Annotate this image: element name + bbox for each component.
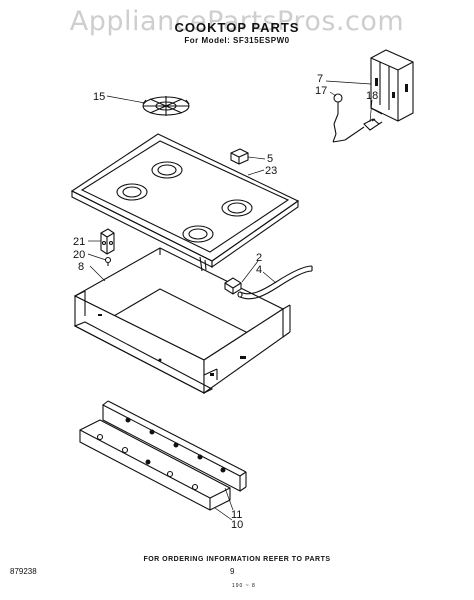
wire-plug (344, 118, 383, 141)
callout-21: 21 (73, 236, 85, 248)
control-panel-rear (102, 400, 247, 492)
ordering-info-note: FOR ORDERING INFORMATION REFER TO PARTS (143, 556, 331, 563)
page-number: 9 (230, 567, 235, 576)
callout-10: 10 (231, 519, 243, 531)
model-subtitle: For Model: SF315ESPW0 (184, 36, 290, 45)
callout-5: 5 (267, 153, 273, 165)
burner-opening-right-rear (221, 199, 253, 217)
print-mark: 190 ~ 8 (232, 583, 256, 589)
callout-17: 17 (315, 85, 327, 97)
document-number: 879238 (10, 567, 37, 576)
burner-opening-right-front (182, 225, 214, 243)
callout-11: 11 (231, 509, 242, 521)
callout-8: 8 (78, 261, 84, 273)
page-title: COOKTOP PARTS (174, 20, 300, 35)
callout-7: 7 (317, 73, 323, 85)
side-bracket (100, 228, 115, 255)
burner-opening-left-rear (151, 161, 183, 179)
cooktop-bracket (230, 148, 249, 165)
burner (224, 277, 242, 295)
callout-23: 23 (265, 165, 277, 177)
callout-20: 20 (73, 249, 85, 261)
callout-2: 2 (256, 252, 262, 264)
cooktop (70, 133, 300, 272)
switch-box (370, 49, 414, 122)
watermark: AppliancePartsPros.com (69, 6, 405, 37)
burner-box (73, 247, 291, 395)
callout-18: 18 (366, 90, 378, 102)
electrode (332, 93, 346, 143)
control-panel-front (79, 419, 231, 511)
bracket-screw (104, 256, 112, 266)
burner-grate (142, 96, 190, 116)
burner-opening-left-front (116, 183, 148, 201)
burner-tube (237, 265, 313, 300)
callout-4: 4 (256, 264, 262, 276)
leader-lines (87, 80, 373, 521)
callout-15: 15 (93, 91, 105, 103)
